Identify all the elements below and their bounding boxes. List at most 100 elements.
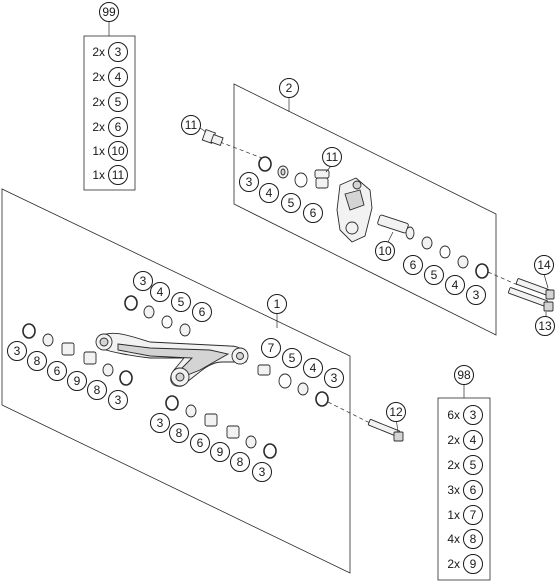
svg-text:5: 5 [470,458,477,472]
svg-text:1x: 1x [447,508,460,522]
svg-text:2x: 2x [447,557,460,571]
upper-ring-5-callout[interactable]: 5 [281,193,301,213]
svg-text:6: 6 [410,258,417,272]
upper-bearing-4b-callout[interactable]: 4 [445,275,465,295]
bolt-14-part [515,278,555,300]
svg-text:2x: 2x [92,120,105,134]
svg-text:14: 14 [537,258,551,272]
lower-bearing-8a-callout[interactable]: 8 [27,351,47,371]
svg-text:6: 6 [54,364,61,378]
kit-99-row: 2x 5 [92,92,128,112]
lower-bushing-7-callout[interactable]: 7 [261,338,281,358]
swingarm-part [95,332,249,387]
lower-seal-3e-callout[interactable]: 3 [150,413,170,433]
svg-text:10: 10 [378,244,392,258]
lower-bushing-6a-callout[interactable]: 6 [192,302,212,322]
lower-bushing-6c-callout[interactable]: 6 [190,433,210,453]
lower-seal-3a-callout[interactable]: 3 [133,271,153,291]
svg-text:5: 5 [289,351,296,365]
bolt-11-part [201,129,224,147]
kit-98-group: 98 6x 3 2x 4 2x 5 3x 6 1x 7 4x 8 2x 9 [437,365,491,581]
kit-99-row: 2x 3 [92,42,128,62]
lower-bearing-4b-callout[interactable]: 4 [303,358,323,378]
svg-text:3: 3 [115,45,122,59]
svg-text:11: 11 [112,168,125,182]
kit-98-row: 2x 9 [447,554,483,574]
svg-text:9: 9 [74,374,81,388]
kit-98-callout[interactable]: 98 [454,365,474,385]
svg-text:12: 12 [389,405,403,419]
svg-text:2x: 2x [92,45,105,59]
svg-text:2: 2 [286,81,293,95]
svg-text:13: 13 [538,319,552,333]
upper-bushing-6b-callout[interactable]: 6 [403,255,423,275]
lower-bearing-8d-callout[interactable]: 8 [230,452,250,472]
kit-99-row: 1x 10 [92,141,128,161]
kit-99-row: 2x 4 [92,67,128,87]
svg-text:5: 5 [178,295,185,309]
lower-ring-5b-callout[interactable]: 5 [282,348,302,368]
bolt-13-part [508,287,554,312]
svg-text:8: 8 [470,532,477,546]
lower-bearing-8b-callout[interactable]: 8 [87,380,107,400]
kit-99-callout[interactable]: 99 [99,2,119,22]
assembly-2-group: 2 11 11 [181,78,497,336]
svg-text:8: 8 [176,426,183,440]
lower-seal-3b-callout[interactable]: 3 [324,368,344,388]
lower-sleeve-9b-callout[interactable]: 9 [210,442,230,462]
assembly-1-group: 1 3 4 5 6 [1,188,351,574]
svg-text:3: 3 [115,393,122,407]
sleeve-10-callout[interactable]: 10 [375,241,395,261]
svg-text:9: 9 [470,557,477,571]
svg-text:2x: 2x [447,458,460,472]
svg-text:7: 7 [470,508,477,522]
svg-text:98: 98 [457,368,471,382]
svg-text:4x: 4x [447,532,460,546]
svg-text:4: 4 [470,433,477,447]
svg-text:3: 3 [140,274,147,288]
bolt-13-callout[interactable]: 13 [535,316,555,336]
assembly-1-frame [1,188,351,574]
lower-bearing-4a-callout[interactable]: 4 [150,282,170,302]
lower-bearing-8c-callout[interactable]: 8 [169,423,189,443]
svg-text:8: 8 [34,354,41,368]
svg-text:7: 7 [268,341,275,355]
kit-99-group: 99 2x 3 2x 4 2x 5 2x 6 1x 10 1x 11 [83,2,136,191]
lower-seal-3f-callout[interactable]: 3 [252,462,272,482]
svg-text:3: 3 [246,175,253,189]
upper-ring-5b-callout[interactable]: 5 [424,265,444,285]
upper-seal-3-callout[interactable]: 3 [239,172,259,192]
kit-99-box [83,35,136,191]
svg-text:1x: 1x [92,168,105,182]
upper-bearing-4-callout[interactable]: 4 [259,183,279,203]
assembly-2-callout[interactable]: 2 [279,78,299,98]
svg-text:4: 4 [157,285,164,299]
svg-text:3x: 3x [447,483,460,497]
bolt-14-callout[interactable]: 14 [534,255,554,275]
lower-seal-3c-callout[interactable]: 3 [7,341,27,361]
bolt-11-callout[interactable]: 11 [181,115,201,135]
svg-text:3: 3 [157,416,164,430]
svg-text:3: 3 [470,408,477,422]
lower-ring-5a-callout[interactable]: 5 [171,292,191,312]
lower-sleeve-9a-callout[interactable]: 9 [67,371,87,391]
svg-text:4: 4 [115,70,122,84]
kit-98-row: 2x 4 [447,430,483,450]
bolt-12-part [367,419,404,442]
spacer-11-callout[interactable]: 11 [322,147,342,167]
upper-bushing-6-callout[interactable]: 6 [303,203,323,223]
svg-text:4: 4 [452,278,459,292]
kit-98-row: 2x 5 [447,455,483,475]
svg-text:2x: 2x [447,433,460,447]
upper-seal-3b-callout[interactable]: 3 [466,285,486,305]
assembly-1-callout[interactable]: 1 [267,294,287,314]
rocker-bracket-part [336,177,373,243]
svg-text:11: 11 [326,150,339,164]
kit-99-row: 2x 6 [92,117,128,137]
svg-text:2x: 2x [92,95,105,109]
lower-seal-3d-callout[interactable]: 3 [108,390,128,410]
kit-98-row: 6x 3 [447,405,483,425]
lower-bushing-6b-callout[interactable]: 6 [47,361,67,381]
bolt-12-callout[interactable]: 12 [386,402,406,422]
